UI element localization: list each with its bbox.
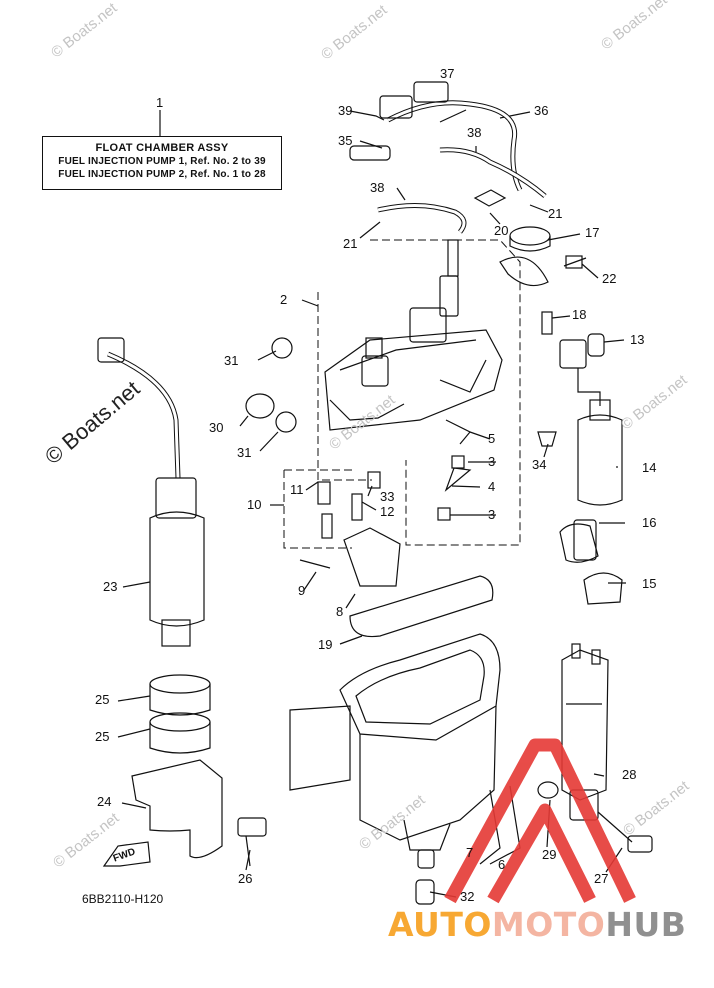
callout-3: 3: [488, 507, 496, 522]
callout-37: 37: [440, 66, 455, 81]
callout-21: 21: [343, 236, 358, 251]
title-box: FLOAT CHAMBER ASSY FUEL INJECTION PUMP 1…: [42, 136, 282, 190]
callout-22: 22: [602, 271, 617, 286]
callout-19: 19: [318, 637, 333, 652]
callout-38: 38: [467, 125, 482, 140]
callout-15: 15: [642, 576, 657, 591]
callout-31: 31: [237, 445, 252, 460]
callout-34: 34: [532, 457, 547, 472]
callout-23: 23: [103, 579, 118, 594]
callout-30: 30: [209, 420, 224, 435]
callout-9: 9: [298, 583, 306, 598]
callout-27: 27: [594, 871, 609, 886]
title-line-3: FUEL INJECTION PUMP 2, Ref. No. 1 to 28: [58, 169, 266, 180]
callout-16: 16: [642, 515, 657, 530]
callout-8: 8: [336, 604, 344, 619]
callout-36: 36: [534, 103, 549, 118]
callout-11: 11: [290, 482, 304, 497]
callout-35: 35: [338, 133, 353, 148]
callout-25: 25: [95, 729, 110, 744]
callout-3: 3: [488, 454, 496, 469]
callout-10: 10: [247, 497, 262, 512]
callout-7: 7: [466, 845, 474, 860]
callout-13: 13: [630, 332, 645, 347]
callout-5: 5: [488, 431, 496, 446]
callout-14: 14: [642, 460, 657, 475]
brand-moto: MOTO: [491, 905, 606, 944]
callout-31: 31: [224, 353, 239, 368]
diagram-code: 6BB2110-H120: [82, 892, 164, 906]
callout-24: 24: [97, 794, 112, 809]
callout-29: 29: [542, 847, 557, 862]
callout-18: 18: [572, 307, 587, 322]
callout-33: 33: [380, 489, 395, 504]
callout-28: 28: [622, 767, 637, 782]
callout-4: 4: [488, 479, 496, 494]
brand-logo: AUTOMOTOHUB: [388, 905, 686, 944]
title-line-2: FUEL INJECTION PUMP 1, Ref. No. 2 to 39: [58, 156, 266, 167]
brand-auto: AUTO: [388, 905, 492, 944]
callout-20: 20: [494, 223, 509, 238]
brand-hub: HUB: [605, 905, 687, 944]
callout-25: 25: [95, 692, 110, 707]
callout-21: 21: [548, 206, 563, 221]
callout-1: 1: [156, 95, 164, 110]
callout-26: 26: [238, 871, 253, 886]
callout-6: 6: [498, 857, 506, 872]
callout-38: 38: [370, 180, 385, 195]
logo-triangle: [444, 738, 636, 904]
callout-17: 17: [585, 225, 600, 240]
callout-2: 2: [280, 292, 288, 307]
title-line-1: FLOAT CHAMBER ASSY: [95, 142, 229, 154]
callout-39: 39: [338, 103, 353, 118]
callout-32: 32: [460, 889, 475, 904]
callout-12: 12: [380, 504, 395, 519]
